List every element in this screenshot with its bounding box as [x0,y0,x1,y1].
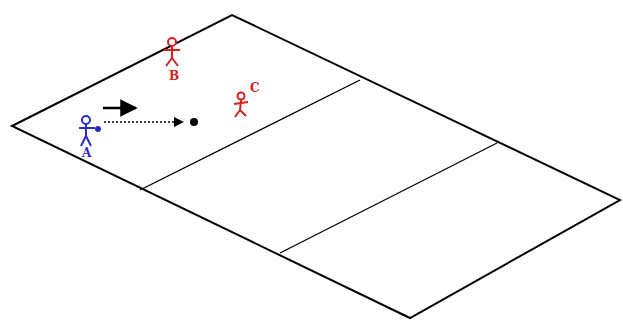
player-a [79,116,95,146]
player-label: B [169,70,179,82]
court-line [140,80,360,190]
player-label: A [82,147,91,159]
player-label: C [250,82,260,94]
ball [95,126,101,132]
court-line [280,143,497,253]
ball-target [190,118,198,126]
court-outline [12,15,620,318]
player-b [164,38,180,66]
pass-arrow [104,121,183,123]
player-c [234,93,248,118]
move-arrow [103,107,136,110]
